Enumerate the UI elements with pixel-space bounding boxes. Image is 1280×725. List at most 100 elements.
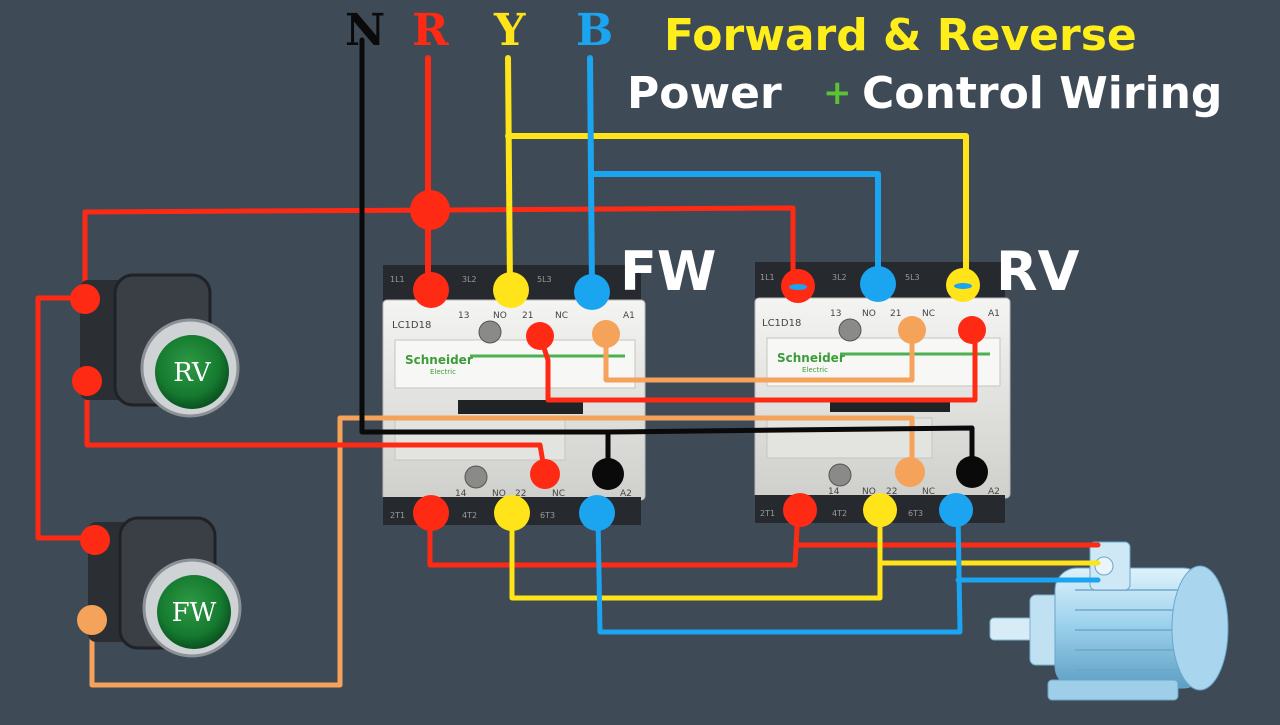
contactor-fw-model: LC1D18	[392, 320, 431, 331]
motor-terminal	[1094, 556, 1114, 576]
contactor-rv-label-no-top: NO	[862, 309, 876, 319]
rv-terminal-t1[interactable]	[783, 493, 817, 527]
push-button-fw-terminal-bottom[interactable]	[77, 605, 107, 635]
contactor-rv-brand-sub: Electric	[802, 366, 828, 374]
fw-terminal-t2[interactable]	[494, 495, 530, 531]
push-button-rv-terminal-bottom[interactable]	[72, 366, 102, 396]
fw-terminal-l1[interactable]	[413, 272, 449, 308]
contactor-fw-lower-face	[394, 419, 566, 461]
contactor-fw-label-2t1: 2T1	[390, 511, 405, 520]
contactor-rv-tag: RV	[996, 240, 1080, 303]
contactor-rv-label-5l3: 5L3	[905, 273, 920, 282]
terminals	[413, 266, 988, 531]
contactor-fw-window	[458, 400, 583, 414]
contactor-rv-top-screw	[838, 318, 862, 342]
wire-neutral-fw-a2	[359, 37, 611, 477]
contactor-fw-label-a1: A1	[623, 311, 635, 321]
rv-terminal-a2[interactable]	[956, 456, 988, 488]
contactor-rv-label-no-bottom: NO	[862, 487, 876, 497]
fw-terminal-a2[interactable]	[592, 458, 624, 490]
contactor-rv-bottom-screw	[828, 463, 852, 487]
push-button-rv-label: RV	[173, 358, 212, 388]
contactor-fw-label-3l2: 3L2	[462, 275, 477, 284]
contactor-fw-label-nc-bottom: NC	[552, 489, 565, 499]
wire-phase-b-to-rv	[589, 171, 881, 287]
contactor-rv-label-1l1: 1L1	[760, 273, 775, 282]
phase-label-r: R	[412, 5, 449, 56]
push-button-fw-cap[interactable]	[157, 575, 231, 649]
rv-terminal-t3[interactable]	[939, 493, 973, 527]
motor-shaft	[989, 617, 1036, 641]
contactor-rv-lower-face	[766, 417, 933, 459]
phase-label-b: B	[576, 5, 613, 56]
wire-fw-t3-to-rv-t3	[595, 509, 963, 635]
fw-terminal-21[interactable]	[526, 322, 554, 350]
phase-label-n: N	[345, 5, 385, 56]
push-button-rv-cap[interactable]	[155, 335, 229, 409]
fw-terminal-a1[interactable]	[592, 320, 620, 348]
push-button-fw-label: FW	[172, 598, 217, 628]
contactor-fw-label-no-top: NO	[493, 311, 507, 321]
fw-terminal-l3[interactable]	[574, 274, 610, 310]
push-button-rv[interactable]: RV	[70, 273, 240, 418]
contactor-rv-model: LC1D18	[762, 318, 801, 329]
contactor-fw-label-21: 21	[522, 311, 533, 321]
contactor-fw-bottom-screw	[464, 465, 488, 489]
rv-terminal-21[interactable]	[898, 316, 926, 344]
contactor-rv-label-22: 22	[886, 487, 897, 497]
rv-terminal-l2[interactable]	[860, 266, 896, 302]
motor-base	[1047, 679, 1179, 701]
wire-fw-t1-to-rv-t1	[427, 507, 801, 568]
wire-fw-t2-to-rv-t2	[509, 509, 883, 601]
contactor-rv-label-6t3: 6T3	[908, 509, 923, 518]
contactor-fw-label-5l3: 5L3	[537, 275, 552, 284]
rv-terminal-22[interactable]	[895, 457, 925, 487]
contactor-rv-label-a2: A2	[988, 487, 1000, 497]
page-title-line2-left: Power	[627, 68, 782, 119]
contactor-fw-label-a2: A2	[620, 489, 632, 499]
push-button-rv-terminal-top[interactable]	[70, 284, 100, 314]
contactor-fw-brand: Schneider	[405, 353, 473, 367]
contactor-fw-label-1l1: 1L1	[390, 275, 405, 284]
contactor-rv-label-14: 14	[828, 487, 840, 497]
junction-r	[410, 190, 450, 230]
contactor-fw-label-14: 14	[455, 489, 467, 499]
push-button-fw-terminal-top[interactable]	[80, 525, 110, 555]
contactor-rv-label-4t2: 4T2	[832, 509, 847, 518]
contactor-rv-label-nc-top: NC	[922, 309, 935, 319]
motor-fan-cover	[1171, 565, 1229, 691]
contactor-rv-label-nc-bottom: NC	[922, 487, 935, 497]
push-button-fw[interactable]: FW	[77, 516, 242, 658]
contactor-rv-label-3l2: 3L2	[832, 273, 847, 282]
phase-label-y: Y	[493, 5, 526, 56]
motor	[989, 541, 1229, 701]
wire-phase-y-to-rv	[505, 133, 969, 287]
fw-terminal-22[interactable]	[530, 459, 560, 489]
contactor-fw-label-13: 13	[458, 311, 469, 321]
wire-phase-y	[505, 55, 513, 293]
rv-terminal-t2[interactable]	[863, 493, 897, 527]
page-title-plus: +	[823, 73, 852, 113]
contactor-rv-label-2t1: 2T1	[760, 509, 775, 518]
contactor-fw-label-no-bottom: NO	[492, 489, 506, 499]
wire-orange-interlock-fw-rv	[603, 327, 915, 383]
contactor-fw-face	[394, 339, 636, 389]
contactor-rv-label-21: 21	[890, 309, 901, 319]
contactor-fw-label-6t3: 6T3	[540, 511, 555, 520]
contactor-fw-label-22: 22	[515, 489, 526, 499]
contactor-fw-label-nc-top: NC	[555, 311, 568, 321]
contactor-rv-label-13: 13	[830, 309, 841, 319]
contactor-rv-label-a1: A1	[988, 309, 1000, 319]
page-title-line1: Forward & Reverse	[664, 10, 1137, 61]
contactor-fw-label-4t2: 4T2	[462, 511, 477, 520]
contactor-fw-brand-sub: Electric	[430, 368, 456, 376]
rv-terminal-a1[interactable]	[958, 316, 986, 344]
fw-terminal-t3[interactable]	[579, 495, 615, 531]
wire-red-button-link	[35, 295, 98, 541]
page-title-line2-right: Control Wiring	[862, 68, 1222, 119]
fw-terminal-t1[interactable]	[413, 495, 449, 531]
wire-red-fw-nc-to-rv-a1	[537, 327, 978, 403]
fw-terminal-l2[interactable]	[493, 272, 529, 308]
